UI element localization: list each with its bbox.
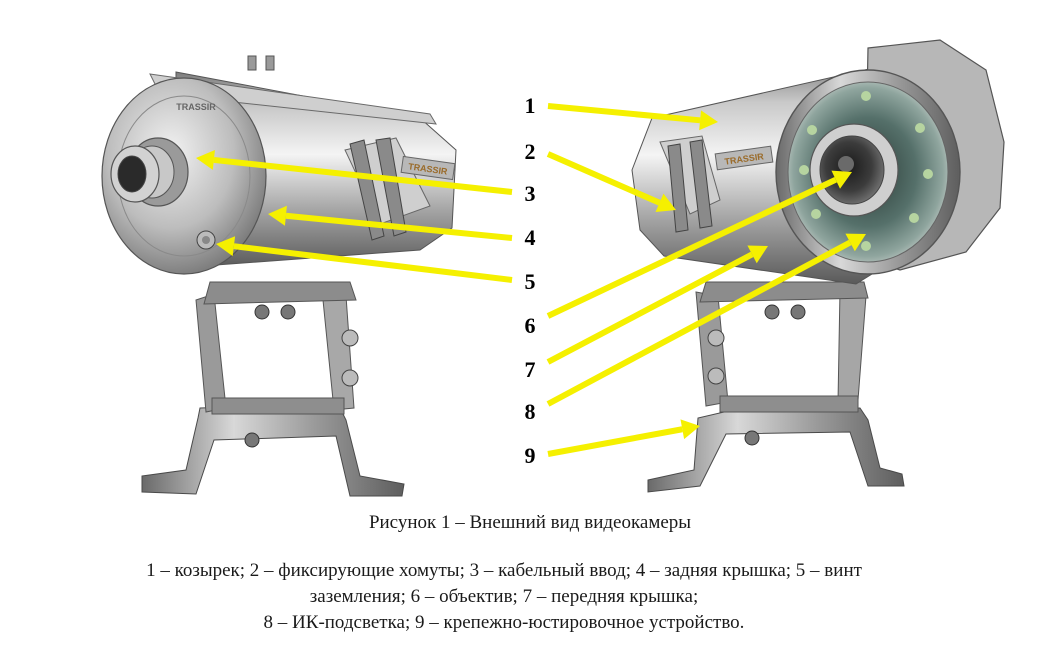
callout-number: 7 bbox=[524, 357, 536, 382]
callout-number: 1 bbox=[524, 93, 536, 118]
callout-arrow-head bbox=[747, 245, 768, 264]
callout-arrow-line bbox=[546, 239, 852, 407]
left-camera: TRASSIR TRASSIR bbox=[101, 55, 457, 497]
callout-number: 9 bbox=[524, 443, 536, 468]
legend-line: 1 – козырек; 2 – фиксирующие хомуты; 3 –… bbox=[146, 560, 862, 581]
callout-arrow-line bbox=[547, 103, 701, 124]
callout-arrow-head bbox=[196, 149, 215, 170]
callout-number: 8 bbox=[524, 399, 536, 424]
callout-arrow-head bbox=[831, 170, 852, 189]
callout-arrow-line bbox=[547, 426, 683, 457]
callout-arrows bbox=[196, 103, 866, 457]
callout-arrow-line bbox=[233, 243, 513, 283]
left-mount bbox=[141, 281, 405, 497]
callout-number: 6 bbox=[524, 313, 536, 338]
callout-number: 4 bbox=[524, 225, 536, 250]
legend-line: заземления; 6 – объектив; 7 – передняя к… bbox=[309, 586, 699, 607]
svg-text:TRASSIR: TRASSIR bbox=[176, 102, 216, 112]
callout-arrow-line bbox=[546, 151, 661, 206]
callout-arrow-line bbox=[213, 156, 513, 195]
camera-figure: TRASSIR TRASSIR bbox=[101, 39, 1005, 497]
callout-number: 3 bbox=[524, 181, 536, 206]
figure-caption: Рисунок 1 – Внешний вид видеокамеры bbox=[368, 512, 692, 533]
callout-arrow-head bbox=[268, 205, 287, 226]
callout-arrow-line bbox=[546, 251, 754, 365]
left-housing: TRASSIR TRASSIR bbox=[101, 55, 457, 275]
callout-arrow-head bbox=[216, 236, 236, 257]
figure-legend: 1 – козырек; 2 – фиксирующие хомуты; 3 –… bbox=[24, 558, 984, 636]
callout-arrow-head bbox=[845, 233, 866, 252]
callout-number: 2 bbox=[524, 139, 536, 164]
callout-arrow-line bbox=[285, 212, 513, 241]
callout-arrow-head bbox=[699, 110, 718, 131]
callout-number: 5 bbox=[524, 269, 536, 294]
callout-arrow-head bbox=[680, 419, 700, 440]
right-mount bbox=[647, 281, 905, 493]
legend-line: 8 – ИК-подсветка; 9 – крепежно-юстировоч… bbox=[263, 612, 745, 633]
callout-arrow-head bbox=[655, 193, 676, 212]
camera-photos: TRASSIR TRASSIR bbox=[101, 39, 1005, 497]
callout-arrow-line bbox=[546, 176, 838, 319]
